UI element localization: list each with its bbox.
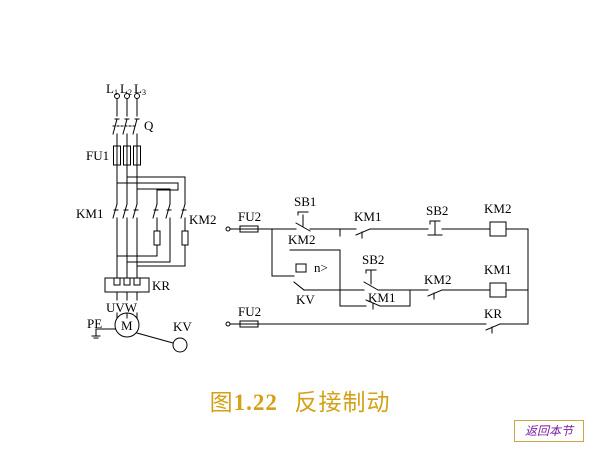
label-km2-coil: KM2 xyxy=(484,201,511,216)
label-fu2-bottom: FU2 xyxy=(238,304,261,319)
terminal-bottom xyxy=(225,321,231,327)
label-kv-main: KV xyxy=(173,319,192,334)
terminal-top xyxy=(225,226,231,232)
start-button-sb2-r2 xyxy=(359,269,379,291)
motor xyxy=(114,312,140,338)
figure-caption: 图1.22 反接制动 xyxy=(0,383,600,417)
resistor-r1 xyxy=(153,230,161,246)
back-to-section-button[interactable]: 返回本节 xyxy=(514,420,584,442)
label-km2-main: KM2 xyxy=(189,212,216,227)
coil-km1 xyxy=(489,282,507,298)
label-km2-r2: KM2 xyxy=(288,232,315,247)
label-uvw: UVW xyxy=(106,300,138,315)
nc-contact-km2-r2 xyxy=(427,289,443,300)
label-l1-sub: 1 xyxy=(114,88,118,97)
speed-relay-coil xyxy=(295,263,307,273)
thermal-relay-kr xyxy=(104,277,150,293)
label-fu2-top: FU2 xyxy=(238,209,261,224)
speed-relay-kv xyxy=(172,337,188,353)
start-button-sb2-r1 xyxy=(423,220,443,236)
stop-button-sb1 xyxy=(289,211,319,232)
label-sb2-r1: SB2 xyxy=(426,203,448,218)
caption-number: 1.22 xyxy=(233,390,278,415)
label-l1: L xyxy=(106,81,114,96)
label-km1-main: KM1 xyxy=(76,206,103,221)
label-q: Q xyxy=(144,118,154,133)
nc-contact-km1-r2 xyxy=(359,299,381,310)
label-l2-sub: 2 xyxy=(128,88,132,97)
label-motor: M xyxy=(121,318,133,333)
nc-contact-km1 xyxy=(355,228,371,239)
label-fu1: FU1 xyxy=(86,148,109,163)
nc-contact-kr xyxy=(481,323,501,334)
control-circuit: FU2 SB1 KM1 SB2 KM2 xyxy=(225,194,529,334)
label-kv-r2: KV xyxy=(296,292,315,307)
label-km1-coil: KM1 xyxy=(484,262,511,277)
label-sb1: SB1 xyxy=(294,194,316,209)
fuses-fu1 xyxy=(113,145,141,166)
label-km1-r2: KM1 xyxy=(368,290,395,305)
label-n-symbol: n> xyxy=(314,260,328,275)
label-l3: L xyxy=(134,81,142,96)
label-pe: PE xyxy=(87,316,102,331)
caption-title: 反接制动 xyxy=(294,390,391,416)
label-l2: L xyxy=(120,81,128,96)
coil-km2 xyxy=(489,221,507,237)
caption-prefix: 图 xyxy=(209,390,234,416)
label-kr-main: KR xyxy=(152,278,170,293)
resistor-r2 xyxy=(181,230,189,246)
contacts-km1-main xyxy=(112,203,139,219)
label-l3-sub: 3 xyxy=(142,88,146,97)
main-circuit: L 1 L 2 L 3 Q xyxy=(76,81,216,353)
label-sb2-r2: SB2 xyxy=(362,252,384,267)
contacts-km2-main xyxy=(152,203,187,219)
label-km1-r1: KM1 xyxy=(354,209,381,224)
label-kr-r3: KR xyxy=(484,306,502,321)
label-km2-r2b: KM2 xyxy=(424,272,451,287)
switch-q xyxy=(112,118,140,135)
